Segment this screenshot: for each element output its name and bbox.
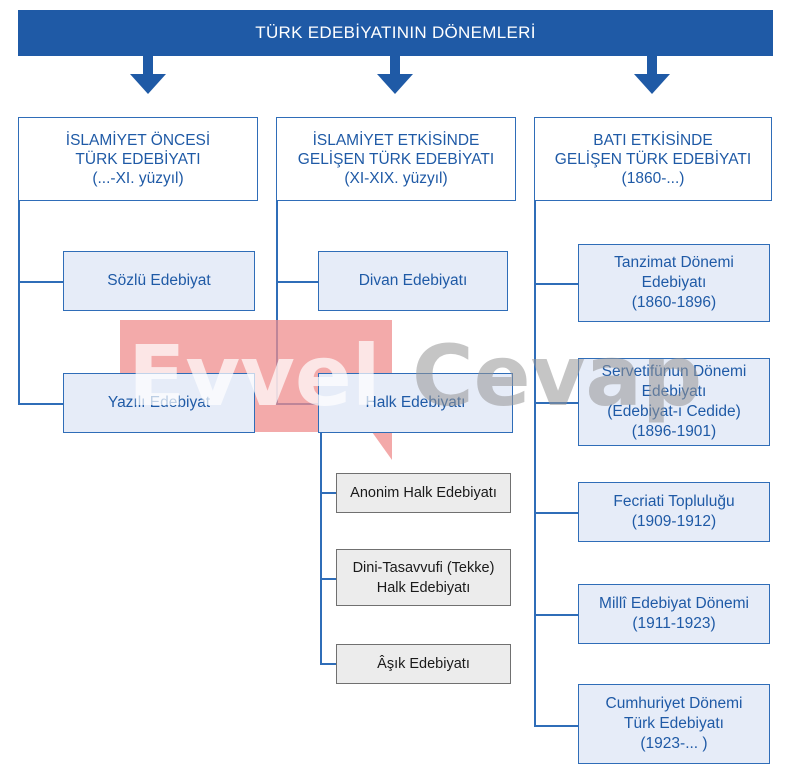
item-line: Türk Edebiyatı bbox=[624, 715, 724, 732]
header-line: BATI ETKİSİNDE bbox=[593, 131, 713, 149]
item-line: Servetifünun Dönemi bbox=[601, 363, 747, 380]
subperiod-item: Anonim Halk Edebiyatı bbox=[336, 473, 511, 513]
item-line: (1923-... ) bbox=[640, 735, 708, 752]
header-line: İSLAMİYET ÖNCESİ bbox=[65, 131, 211, 149]
header-line: GELİŞEN TÜRK EDEBİYATI bbox=[297, 150, 495, 168]
item-line: (1909-1912) bbox=[631, 513, 717, 530]
item-line: Divan Edebiyatı bbox=[358, 272, 468, 289]
item-line: (Edebiyat-ı Cedide) bbox=[607, 403, 741, 420]
header-line: (...-XI. yüzyıl) bbox=[92, 169, 184, 187]
item-line: Yazılı Edebiyat bbox=[107, 394, 211, 411]
connector-line bbox=[276, 200, 278, 405]
watermark-logo-tail bbox=[372, 432, 392, 460]
connector-line bbox=[320, 578, 336, 580]
connector-line bbox=[534, 614, 578, 616]
page-title: TÜRK EDEBİYATININ DÖNEMLERİ bbox=[18, 10, 773, 56]
connector-line bbox=[18, 200, 20, 405]
page-title-text: TÜRK EDEBİYATININ DÖNEMLERİ bbox=[255, 23, 536, 42]
arrow-down-icon bbox=[377, 56, 413, 94]
item-line: (1896-1901) bbox=[631, 423, 717, 440]
item-line: Edebiyatı bbox=[641, 274, 707, 291]
arrow-down-icon bbox=[130, 56, 166, 94]
period-item: Divan Edebiyatı bbox=[318, 251, 508, 311]
item-line: Fecriati Topluluğu bbox=[613, 493, 735, 510]
period-item: Servetifünun Dönemi Edebiyatı (Edebiyat-… bbox=[578, 358, 770, 446]
item-line: Halk Edebiyatı bbox=[376, 579, 471, 596]
column-header-western: BATI ETKİSİNDE GELİŞEN TÜRK EDEBİYATI (1… bbox=[534, 117, 772, 201]
period-item: Cumhuriyet Dönemi Türk Edebiyatı (1923-.… bbox=[578, 684, 770, 764]
period-item: Halk Edebiyatı bbox=[318, 373, 513, 433]
connector-line bbox=[320, 492, 336, 494]
item-line: Dini-Tasavvufi (Tekke) bbox=[352, 559, 495, 576]
connector-line bbox=[534, 200, 536, 726]
connector-line bbox=[534, 512, 578, 514]
connector-line bbox=[320, 432, 322, 664]
period-item: Yazılı Edebiyat bbox=[63, 373, 255, 433]
connector-line bbox=[534, 402, 578, 404]
header-line: İSLAMİYET ETKİSİNDE bbox=[312, 131, 480, 149]
item-line: (1911-1923) bbox=[632, 615, 716, 632]
subperiod-item: Âşık Edebiyatı bbox=[336, 644, 511, 684]
period-item: Fecriati Topluluğu (1909-1912) bbox=[578, 482, 770, 542]
item-line: Anonim Halk Edebiyatı bbox=[350, 485, 497, 501]
connector-line bbox=[534, 283, 578, 285]
column-header-pre-islamic: İSLAMİYET ÖNCESİ TÜRK EDEBİYATI (...-XI.… bbox=[18, 117, 258, 201]
period-item: Sözlü Edebiyat bbox=[63, 251, 255, 311]
connector-line bbox=[276, 281, 318, 283]
column-header-islamic: İSLAMİYET ETKİSİNDE GELİŞEN TÜRK EDEBİYA… bbox=[276, 117, 516, 201]
connector-line bbox=[18, 403, 63, 405]
item-line: Cumhuriyet Dönemi bbox=[605, 695, 743, 712]
header-line: (1860-...) bbox=[621, 169, 685, 187]
connector-line bbox=[320, 663, 336, 665]
item-line: Âşık Edebiyatı bbox=[377, 656, 470, 672]
item-line: Edebiyatı bbox=[641, 383, 707, 400]
period-item: Tanzimat Dönemi Edebiyatı (1860-1896) bbox=[578, 244, 770, 322]
arrow-down-icon bbox=[634, 56, 670, 94]
header-line: GELİŞEN TÜRK EDEBİYATI bbox=[554, 150, 752, 168]
connector-line bbox=[534, 725, 578, 727]
item-line: Sözlü Edebiyat bbox=[107, 272, 211, 289]
header-line: TÜRK EDEBİYATI bbox=[75, 150, 201, 168]
header-line: (XI-XIX. yüzyıl) bbox=[344, 169, 448, 187]
item-line: Millî Edebiyat Dönemi bbox=[599, 595, 749, 612]
item-line: Tanzimat Dönemi bbox=[614, 254, 734, 271]
watermark-text-left: Evvel bbox=[128, 327, 381, 425]
connector-line bbox=[18, 281, 63, 283]
item-line: (1860-1896) bbox=[631, 294, 717, 311]
item-line: Halk Edebiyatı bbox=[365, 394, 466, 411]
subperiod-item: Dini-Tasavvufi (Tekke) Halk Edebiyatı bbox=[336, 549, 511, 606]
watermark-text-right: Cevap bbox=[412, 327, 703, 425]
period-item: Millî Edebiyat Dönemi (1911-1923) bbox=[578, 584, 770, 644]
